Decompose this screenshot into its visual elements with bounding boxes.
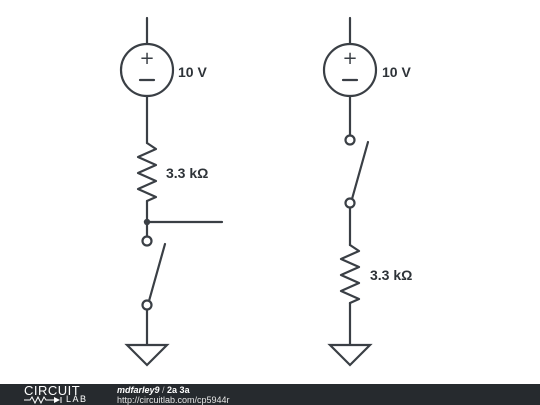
plus-sign-icon: +: [342, 48, 357, 69]
circuitlab-logo[interactable]: CIRCUIT LAB: [24, 383, 88, 404]
circuit-url-link[interactable]: http://circuitlab.com/cp5944r: [117, 395, 230, 405]
right-source-label: 10 V: [382, 64, 411, 80]
footer-bar: CIRCUIT LAB mdfarley9 / 2a 3a http://cir…: [0, 384, 540, 405]
right-switch[interactable]: [344, 134, 370, 209]
author-link[interactable]: mdfarley9: [117, 385, 160, 395]
resistor-squiggle-icon: [24, 396, 62, 404]
ground-icon: [327, 343, 373, 367]
plus-sign-icon: +: [139, 48, 154, 69]
right-resistor-label: 3.3 kΩ: [370, 267, 412, 283]
circuit-title: 2a 3a: [167, 385, 190, 395]
left-resistor-label: 3.3 kΩ: [166, 165, 208, 181]
right-resistor[interactable]: [339, 243, 361, 305]
ground-icon: [124, 343, 170, 367]
left-resistor[interactable]: [136, 141, 158, 203]
left-source-label: 10 V: [178, 64, 207, 80]
right-voltage-source[interactable]: +: [322, 42, 378, 98]
left-switch[interactable]: [141, 235, 167, 311]
right-circuit: + 10 V 3.3 kΩ: [322, 16, 412, 367]
left-voltage-source[interactable]: +: [119, 42, 175, 98]
circuit-meta: mdfarley9 / 2a 3a http://circuitlab.com/…: [117, 385, 230, 405]
breadcrumb-separator: /: [159, 385, 168, 395]
left-circuit: + 10 V 3.3 kΩ: [119, 16, 224, 367]
junction-dot-icon: [143, 218, 151, 226]
